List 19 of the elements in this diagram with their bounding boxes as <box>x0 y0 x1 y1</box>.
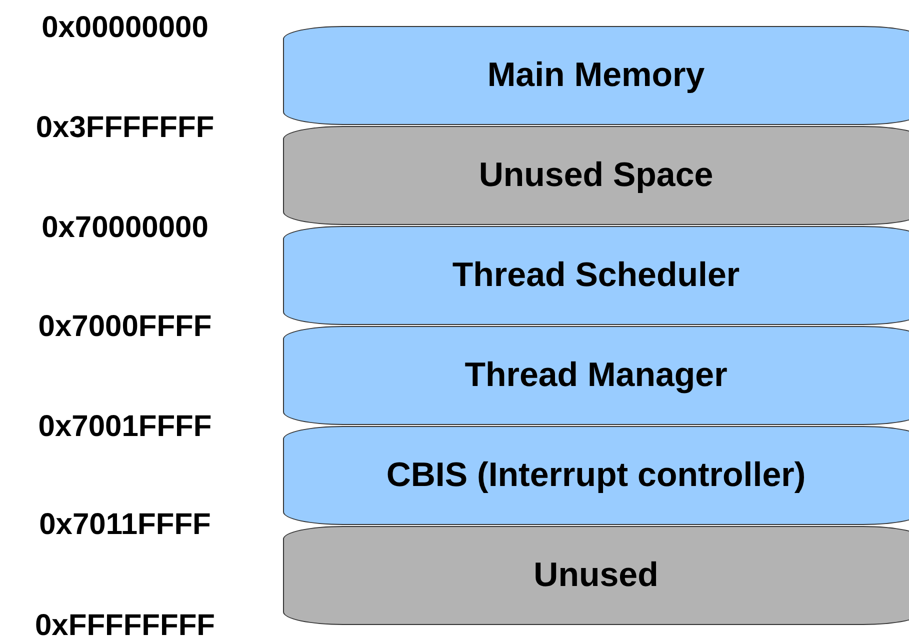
region-label: Thread Scheduler <box>452 256 740 295</box>
memory-region <box>283 526 909 625</box>
address-label: 0x7000FFFF <box>37 312 213 342</box>
region-label: CBIS (Interrupt controller) <box>386 456 806 495</box>
region-label: Thread Manager <box>464 356 728 395</box>
address-label: 0x7001FFFF <box>37 412 213 442</box>
address-label: 0x3FFFFFFF <box>34 113 216 143</box>
memory-region <box>283 126 909 225</box>
address-label: 0x7011FFFF <box>38 510 212 540</box>
address-label: 0xFFFFFFFF <box>34 611 216 641</box>
region-label: Main Memory <box>487 56 705 95</box>
memory-region <box>283 326 909 425</box>
address-label: 0x00000000 <box>40 13 210 43</box>
address-label: 0x70000000 <box>40 213 210 243</box>
memory-region <box>283 426 909 525</box>
region-label: Unused Space <box>478 156 714 195</box>
memory-region <box>283 226 909 325</box>
region-label: Unused <box>534 556 658 595</box>
memory-region <box>283 26 909 125</box>
